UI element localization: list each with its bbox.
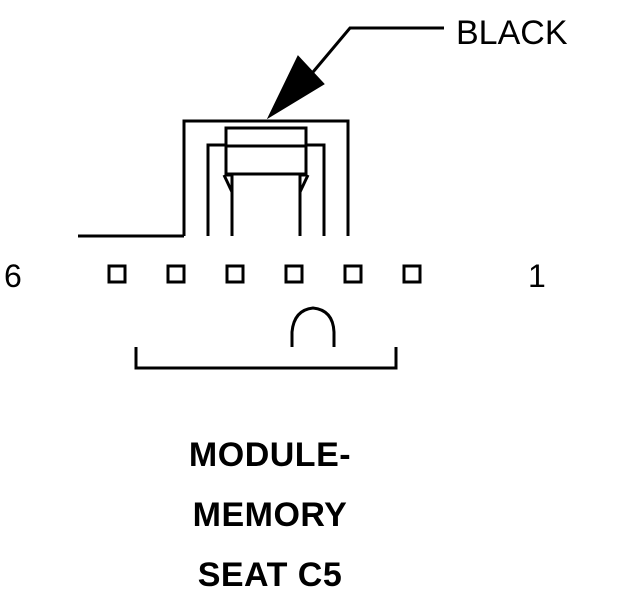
connector-title-line-1: MODULE- <box>188 436 352 474</box>
connector-title-line-3: SEAT C5 <box>197 556 343 594</box>
connector-bottom-rail <box>134 347 398 370</box>
pin-cavity <box>402 264 422 284</box>
latch-post-right <box>298 143 326 236</box>
latch-housing <box>182 119 350 236</box>
pin-cavity <box>225 264 245 284</box>
latch-tab <box>224 126 308 176</box>
pin-cavity <box>284 264 304 284</box>
keying-bump <box>290 306 336 347</box>
color-leader-arrow <box>266 55 325 120</box>
pin-number-left: 6 <box>4 258 22 294</box>
pin-number-right: 1 <box>528 258 546 294</box>
pin-cavity <box>166 264 186 284</box>
wire-color-label: BLACK <box>456 14 568 52</box>
pin-cavity <box>343 264 363 284</box>
pin-cavities <box>107 264 422 284</box>
connector-title-line-2: MEMORY <box>192 496 348 534</box>
color-leader-line <box>306 26 444 79</box>
latch-post-left <box>206 143 234 236</box>
pin-cavity <box>107 264 127 284</box>
